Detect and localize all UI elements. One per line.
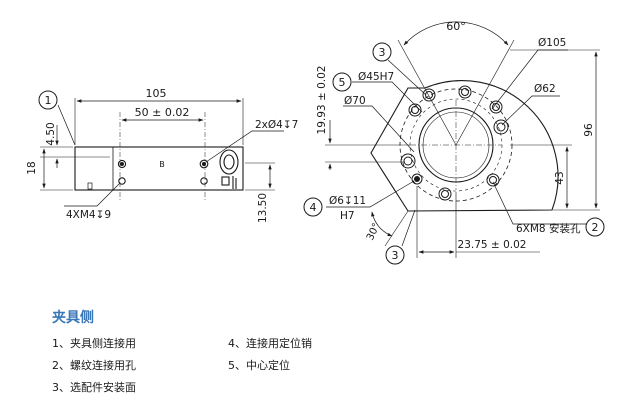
side-view-marking: B [159, 160, 165, 169]
legend-item: 5、中心定位 [228, 359, 290, 372]
vertical-dim-label: 19.93 ± 0.02 [316, 66, 328, 135]
callout-1: 1 [45, 94, 52, 107]
thread-hole [118, 177, 126, 185]
legend-title: 夹具侧 [52, 310, 94, 326]
side-view [40, 98, 284, 207]
bolt-circle-label: Ø105 [538, 37, 566, 49]
pin-hole-spec: 2xØ4↧7 [255, 119, 298, 131]
pcd-label: Ø70 [344, 95, 366, 107]
pin-spec-line2: H7 [340, 210, 355, 222]
front-view [325, 21, 600, 258]
callout-2: 2 [592, 221, 599, 234]
legend-column-left: 1、夹具侧连接用 2、螺纹连接用孔 3、选配件安装面 [52, 333, 136, 399]
dim-overall-length-label: 105 [146, 87, 167, 100]
legend-item: 2、螺纹连接用孔 [52, 359, 136, 372]
legend-item: 3、选配件安装面 [52, 381, 136, 394]
pin-spec-line1: Ø6↧11 [329, 195, 366, 207]
callout-4: 4 [310, 201, 317, 214]
pin-hole [199, 159, 209, 169]
thread-hole [200, 177, 208, 185]
front-view-outline [370, 80, 559, 212]
dim-chamfer-angle [371, 211, 393, 237]
side-view-body [74, 146, 244, 191]
dim-height-label: 18 [26, 161, 38, 174]
mounting-holes [400, 85, 509, 201]
chamfer-angle-label: 30° [365, 222, 382, 243]
technical-drawing: 1 105 50 ± 0.02 4.50 18 13.50 2xØ4↧7 4XM… [26, 20, 605, 265]
callout-3-top: 3 [379, 46, 386, 59]
outer-dia-label: Ø62 [534, 83, 556, 95]
legend-item: 4、连接用定位销 [228, 337, 312, 350]
thread-hole-label: 6XM8 安装孔 [516, 222, 581, 235]
dim-bottom-offset-label: 13.50 [257, 193, 269, 223]
thread-hole [117, 159, 127, 169]
bore-h7-label: Ø45H7 [358, 71, 394, 83]
lower-height-label: 43 [554, 171, 566, 184]
angle-label: 60° [446, 20, 466, 33]
dim-hole-spacing-label: 50 ± 0.02 [135, 106, 190, 119]
dim-angle [403, 21, 509, 46]
legend-item: 1、夹具侧连接用 [52, 337, 136, 350]
legend-column-right: 4、连接用定位销 5、中心定位 [228, 333, 312, 377]
dim-top-offset-label: 4.50 [45, 122, 57, 145]
side-view-end-boss [219, 149, 239, 175]
horizontal-dim-label: 23.75 ± 0.02 [458, 239, 527, 251]
side-view-labels: 1 105 50 ± 0.02 4.50 18 13.50 2xØ4↧7 4XM… [26, 87, 298, 223]
overall-height-label: 96 [583, 123, 595, 137]
callout-5: 5 [339, 76, 346, 89]
front-view-labels: 60° 3 5 Ø45H7 Ø70 Ø105 Ø62 19.93 ± 0.02 … [303, 20, 605, 265]
callout-3-bottom: 3 [392, 249, 399, 262]
thread-spec: 4XM4↧9 [66, 209, 111, 221]
